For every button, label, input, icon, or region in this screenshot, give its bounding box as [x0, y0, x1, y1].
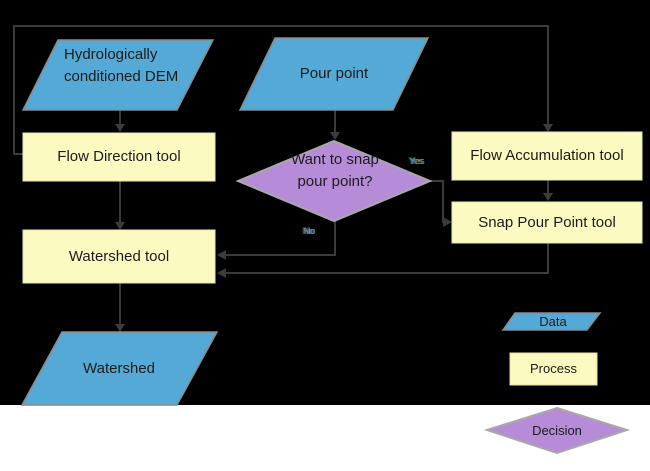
node-flow-direction-label: Flow Direction tool — [57, 148, 181, 165]
connector-snappourpoint-to-watershedtool — [226, 243, 549, 274]
arrowhead-down-watershed — [115, 324, 125, 332]
node-decision-label: Want to snap pour point? — [291, 151, 379, 190]
node-snap-pour-point-shape — [451, 201, 643, 244]
node-dem-label: Hydrologically conditioned DEM — [64, 46, 179, 85]
legend-decision-label: Decision — [532, 423, 582, 438]
legend-data-label: Data — [539, 314, 567, 329]
arrowhead-down-watershedtool — [115, 222, 125, 230]
arrowhead-right-snappourpoint — [443, 217, 452, 227]
arrowhead-left-watershedtool-snap — [217, 268, 226, 278]
arrowhead-down-snappourpoint — [543, 193, 553, 201]
node-watershed-shape — [20, 331, 219, 406]
node-snap-pour-point-label: Snap Pour Point tool — [478, 213, 616, 231]
connector-decision-no-to-watershedtool — [226, 221, 336, 256]
edge-label-no: No — [303, 226, 315, 236]
edge-label-yes: Yes — [409, 156, 424, 166]
node-watershed-label: Watershed — [83, 360, 155, 377]
legend-process-shape — [509, 352, 598, 386]
connector-decision-yes-to-snappourpoint — [430, 180, 444, 223]
node-pour-point-shape — [238, 37, 430, 111]
node-flow-accumulation-label: Flow Accumulation tool — [470, 147, 624, 164]
arrowhead-down-flowaccumulation — [543, 124, 553, 132]
node-dem-shape — [21, 39, 215, 111]
node-watershed-tool-label: Watershed tool — [68, 247, 170, 265]
legend-data-shape — [501, 312, 602, 331]
node-watershed-tool-shape — [22, 229, 216, 284]
arrowhead-down-flowdirection — [115, 124, 125, 132]
node-pour-point-label: Pour point — [299, 65, 369, 82]
node-flow-accumulation-shape — [451, 131, 643, 181]
legend-decision-shape — [483, 406, 631, 455]
legend-process-label: Process — [530, 361, 577, 376]
arrowhead-down-decision — [330, 132, 340, 140]
arrowhead-left-watershedtool-no — [217, 250, 226, 260]
connector-flowdirection-to-flowaccumulation — [13, 25, 549, 155]
node-flow-direction-shape — [22, 132, 216, 182]
node-decision-shape — [235, 139, 433, 223]
